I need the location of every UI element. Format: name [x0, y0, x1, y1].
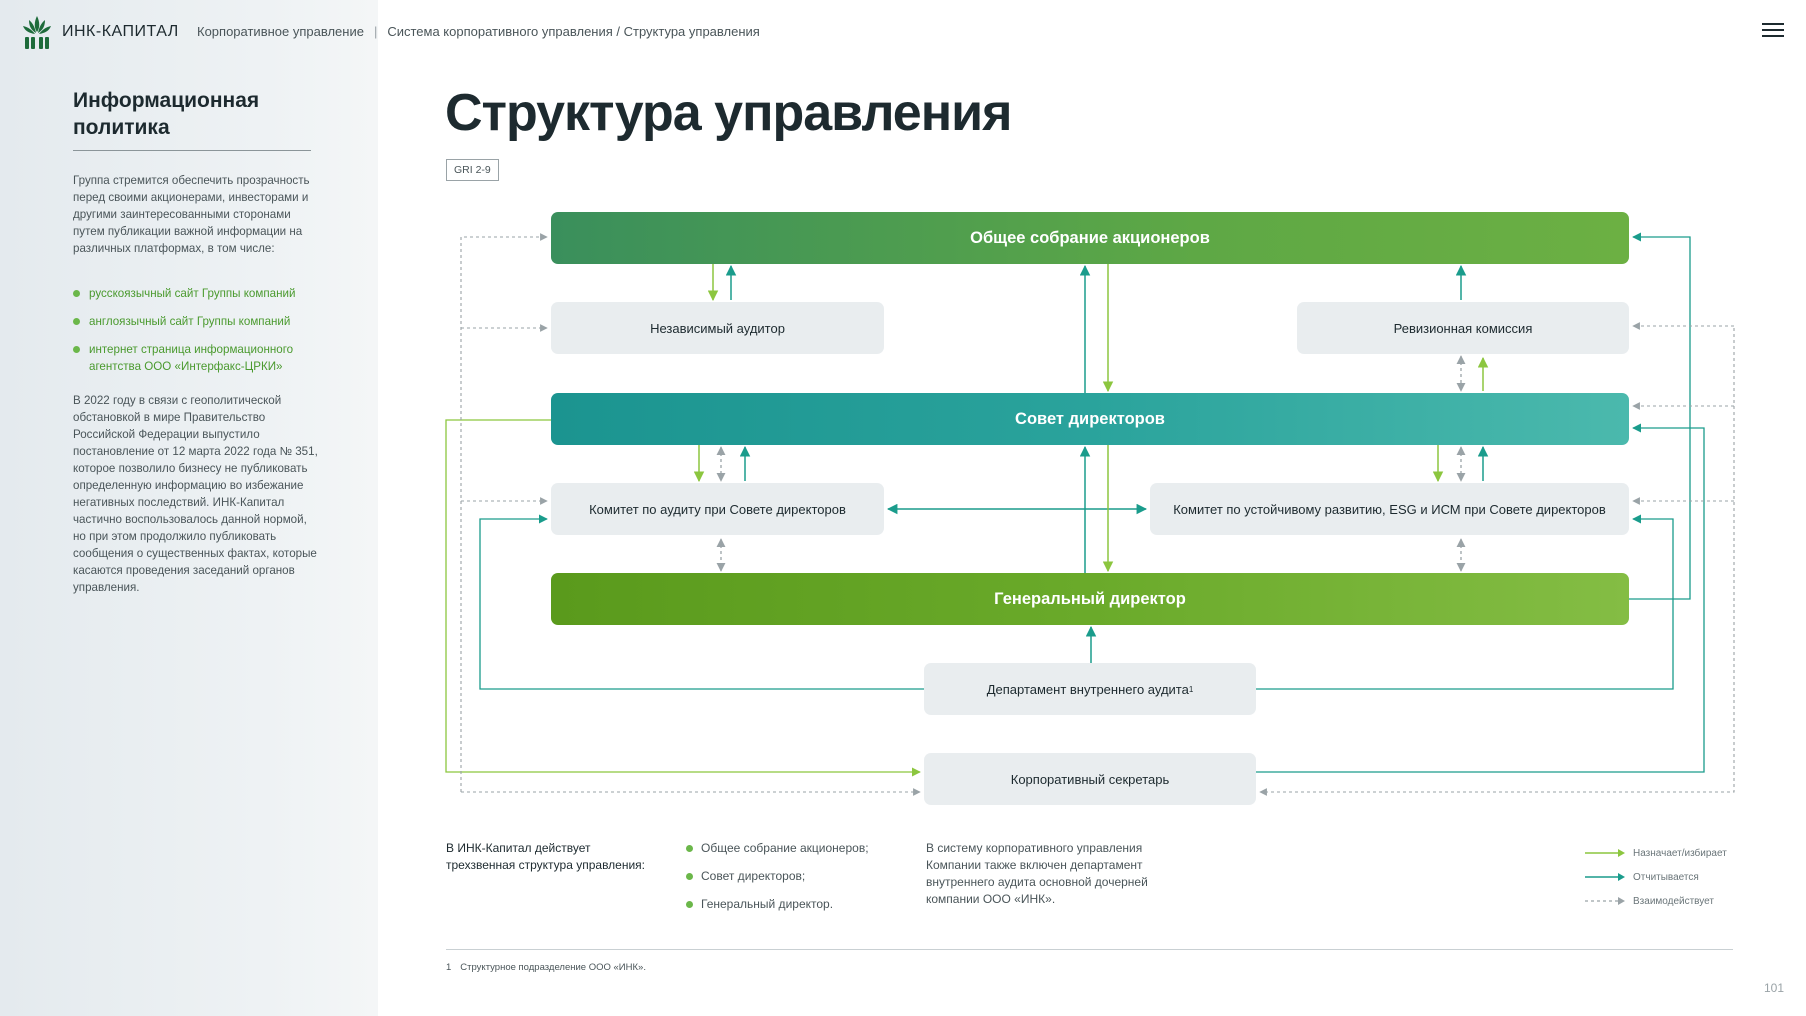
- footnote-ref: 1: [1188, 684, 1194, 694]
- sidebar-link-english-site[interactable]: англоязычный сайт Группы компаний: [73, 313, 323, 330]
- legend-item-reports: Отчитывается: [1585, 865, 1727, 889]
- list-item: Генеральный директор.: [686, 896, 869, 913]
- node-general-meeting: Общее собрание акционеров: [551, 212, 1629, 264]
- footnote-number: 1: [446, 962, 452, 973]
- sidebar-link-interfax[interactable]: интернет страница информационного агентс…: [73, 341, 323, 375]
- footnote: 1 Структурное подразделение ООО «ИНК».: [446, 962, 646, 973]
- structure-list: Общее собрание акционеров; Совет директо…: [686, 840, 869, 924]
- logo-text: ИНК-КАПИТАЛ: [62, 23, 179, 40]
- sidebar-link-list: русскоязычный сайт Группы компаний англо…: [73, 285, 323, 386]
- sidebar: ИНК-КАПИТАЛ Информационная политика Груп…: [0, 0, 378, 1016]
- legend-item-appoints: Назначает/избирает: [1585, 841, 1727, 865]
- legend-label: Отчитывается: [1633, 871, 1699, 883]
- sidebar-intro: Группа стремится обеспечить прозрачность…: [73, 174, 310, 255]
- footnote-divider: [446, 949, 1733, 950]
- node-revision-commission: Ревизионная комиссия: [1297, 302, 1629, 354]
- breadcrumb-item-corporate-governance[interactable]: Корпоративное управление: [197, 24, 364, 39]
- breadcrumb: Корпоративное управление | Система корпо…: [197, 24, 760, 39]
- node-corporate-secretary: Корпоративный секретарь: [924, 753, 1256, 805]
- node-general-director: Генеральный директор: [551, 573, 1629, 625]
- list-item: Общее собрание акционеров;: [686, 840, 869, 857]
- sidebar-title: Информационная политика: [73, 89, 260, 139]
- legend-item-interacts: Взаимодействует: [1585, 889, 1727, 913]
- node-esg-committee: Комитет по устойчивому развитию, ESG и И…: [1150, 483, 1629, 535]
- breadcrumb-separator: |: [373, 24, 378, 39]
- node-internal-audit-label: Департамент внутреннего аудита: [986, 681, 1189, 697]
- structure-note: В систему корпоративного управления Комп…: [926, 841, 1148, 906]
- structure-intro: В ИНК-Капитал действует трехзвенная стру…: [446, 841, 646, 872]
- logo-leaf-icon: [23, 16, 51, 49]
- gri-tag: GRI 2-9: [446, 159, 499, 181]
- page-title: Структура управления: [445, 84, 1012, 142]
- diagram-legend: Назначает/избирает Отчитывается Взаимоде…: [1585, 841, 1727, 913]
- node-board-of-directors: Совет директоров: [551, 393, 1629, 445]
- legend-label: Назначает/избирает: [1633, 847, 1727, 859]
- sidebar-divider: [73, 150, 311, 151]
- node-independent-auditor: Независимый аудитор: [551, 302, 884, 354]
- sidebar-paragraph: В 2022 году в связи с геополитической об…: [73, 394, 318, 594]
- teal-arrow-icon: [1585, 873, 1625, 881]
- hamburger-menu-icon[interactable]: [1762, 23, 1784, 39]
- footnote-text: Структурное подразделение ООО «ИНК».: [460, 962, 646, 973]
- list-item: Совет директоров;: [686, 868, 869, 885]
- logo[interactable]: ИНК-КАПИТАЛ: [20, 12, 179, 52]
- page-number: 101: [1764, 981, 1785, 995]
- sidebar-link-russian-site[interactable]: русскоязычный сайт Группы компаний: [73, 285, 323, 302]
- legend-label: Взаимодействует: [1633, 895, 1714, 907]
- green-arrow-icon: [1585, 849, 1625, 857]
- dashed-arrow-icon: [1585, 897, 1625, 905]
- node-audit-committee: Комитет по аудиту при Совете директоров: [551, 483, 884, 535]
- breadcrumb-item-structure[interactable]: Система корпоративного управления / Стру…: [387, 24, 760, 39]
